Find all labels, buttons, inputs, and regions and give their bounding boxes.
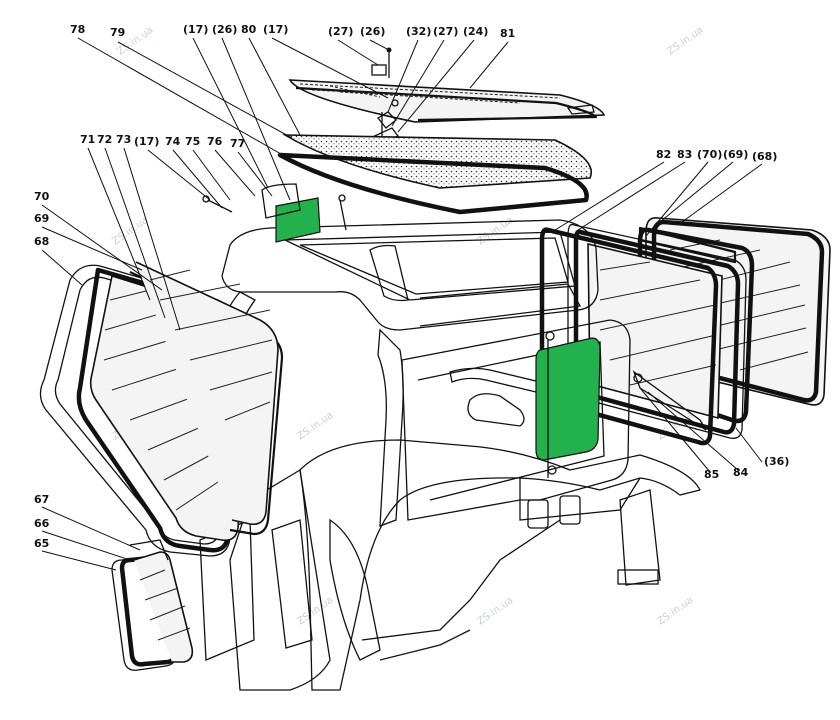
callout-label: 71: [80, 133, 95, 146]
callout-label: 81: [500, 27, 515, 40]
callout-label: 68: [34, 235, 49, 248]
callout-label: 72: [97, 133, 112, 146]
callout-label: 83: [677, 148, 692, 161]
callout-label: (69): [723, 148, 748, 161]
callout-label: 76: [207, 135, 223, 148]
watermark-text: ZS.in.ua: [655, 595, 695, 628]
callout-label: 77: [230, 137, 245, 150]
left-windshield-set: [39, 261, 284, 557]
callout-label: (32): [406, 25, 431, 38]
callout-label: 84: [733, 466, 749, 479]
callout-label: 65: [34, 537, 49, 550]
watermark-text: ZS.in.ua: [665, 25, 705, 58]
callout-label: (26): [360, 25, 385, 38]
callout-label: (17): [263, 23, 288, 36]
small-window-set: [111, 539, 194, 671]
callout-label: (36): [764, 455, 789, 468]
callout-label: (68): [752, 150, 777, 163]
callout-label: 80: [241, 23, 257, 36]
callout-label: (70): [697, 148, 722, 161]
callout-label: 85: [704, 468, 719, 481]
callout-label: (24): [463, 25, 488, 38]
callout-label: 70: [34, 190, 50, 203]
watermark-text: ZS.in.ua: [295, 595, 335, 628]
callout-label: 78: [70, 23, 85, 36]
callout-label: (26): [212, 23, 237, 36]
callout-label: 67: [34, 493, 49, 506]
roof-hatch-glass: [288, 79, 606, 123]
callout-label: (17): [183, 23, 208, 36]
watermark-text: ZS.in.ua: [475, 215, 515, 248]
callout-label: (27): [328, 25, 353, 38]
hatch-seal: [277, 152, 589, 215]
callout-label: 66: [34, 517, 50, 530]
callout-label: 73: [116, 133, 131, 146]
callout-label: 79: [110, 26, 125, 39]
rear-glass-set: [539, 216, 831, 446]
callout-label: (27): [433, 25, 458, 38]
callout-label: 74: [165, 135, 181, 148]
watermark-text: ZS.in.ua: [475, 595, 515, 628]
callout-label: (17): [134, 135, 159, 148]
callout-label: 69: [34, 212, 49, 225]
cab-body: [199, 183, 701, 691]
watermark-text: ZS.in.ua: [295, 410, 335, 443]
callout-label: 75: [185, 135, 200, 148]
leader-lines: [41, 37, 763, 571]
callout-label: 82: [656, 148, 671, 161]
